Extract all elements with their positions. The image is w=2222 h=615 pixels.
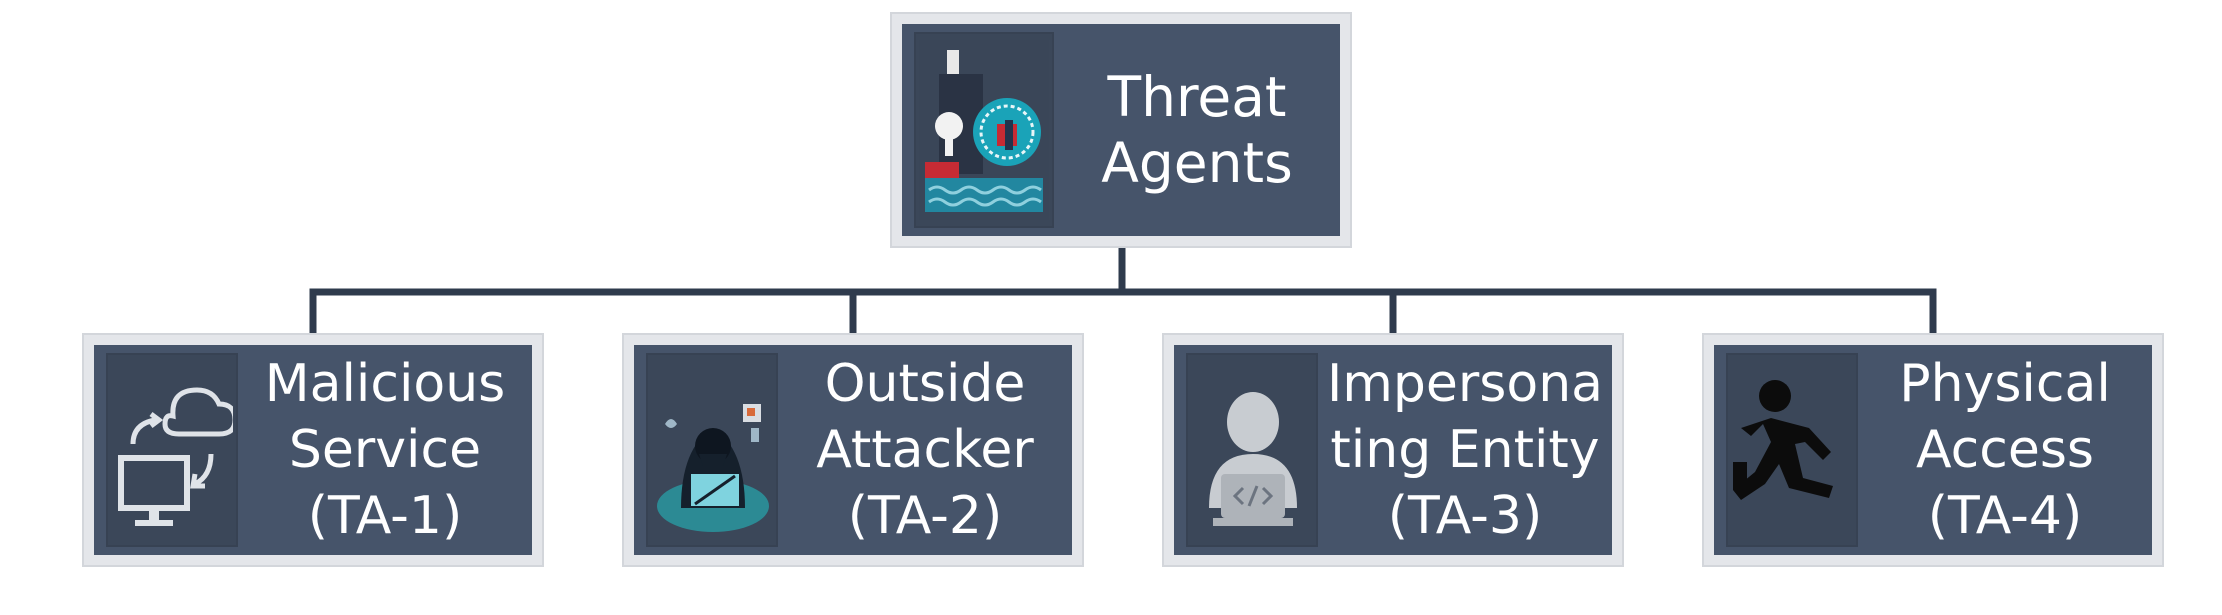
ta1-label: Malicious Service (TA-1) [238, 351, 532, 549]
ta2-label-line-2: Attacker [816, 420, 1034, 480]
user-laptop-code-icon [1186, 353, 1318, 547]
ta3-label-line-1: Impersona [1326, 354, 1604, 414]
ta2-label-line-1: Outside [824, 354, 1026, 414]
ta3-label: Impersona ting Entity (TA-3) [1318, 351, 1612, 549]
ta4-label: Physical Access (TA-4) [1858, 351, 2152, 549]
impersonating-entity-node: Impersona ting Entity (TA-3) [1164, 335, 1622, 565]
ta1-label-line-1: Malicious [264, 354, 506, 414]
ta4-label-line-3: (TA-4) [1927, 486, 2083, 546]
ta3-label-line-2: ting Entity [1330, 420, 1600, 480]
threat-agents-node: Threat Agents [892, 14, 1350, 246]
malicious-service-node: Malicious Service (TA-1) [84, 335, 542, 565]
ta2-label-line-3: (TA-2) [847, 486, 1003, 546]
ta1-label-line-2: Service [288, 420, 482, 480]
ta4-label-line-1: Physical [1899, 354, 2111, 414]
running-person-icon [1726, 353, 1858, 547]
security-lock-icon [914, 32, 1054, 228]
hooded-hacker-icon [646, 353, 778, 547]
root-label-line-1: Threat [1107, 65, 1287, 129]
ta1-label-line-3: (TA-1) [307, 486, 463, 546]
physical-access-node: Physical Access (TA-4) [1704, 335, 2162, 565]
root-label: Threat Agents [1054, 64, 1340, 196]
root-label-line-2: Agents [1101, 131, 1293, 195]
ta2-label: Outside Attacker (TA-2) [778, 351, 1072, 549]
ta3-label-line-3: (TA-3) [1387, 486, 1543, 546]
cloud-sync-computer-icon [106, 353, 238, 547]
outside-attacker-node: Outside Attacker (TA-2) [624, 335, 1082, 565]
ta4-label-line-2: Access [1915, 420, 2094, 480]
